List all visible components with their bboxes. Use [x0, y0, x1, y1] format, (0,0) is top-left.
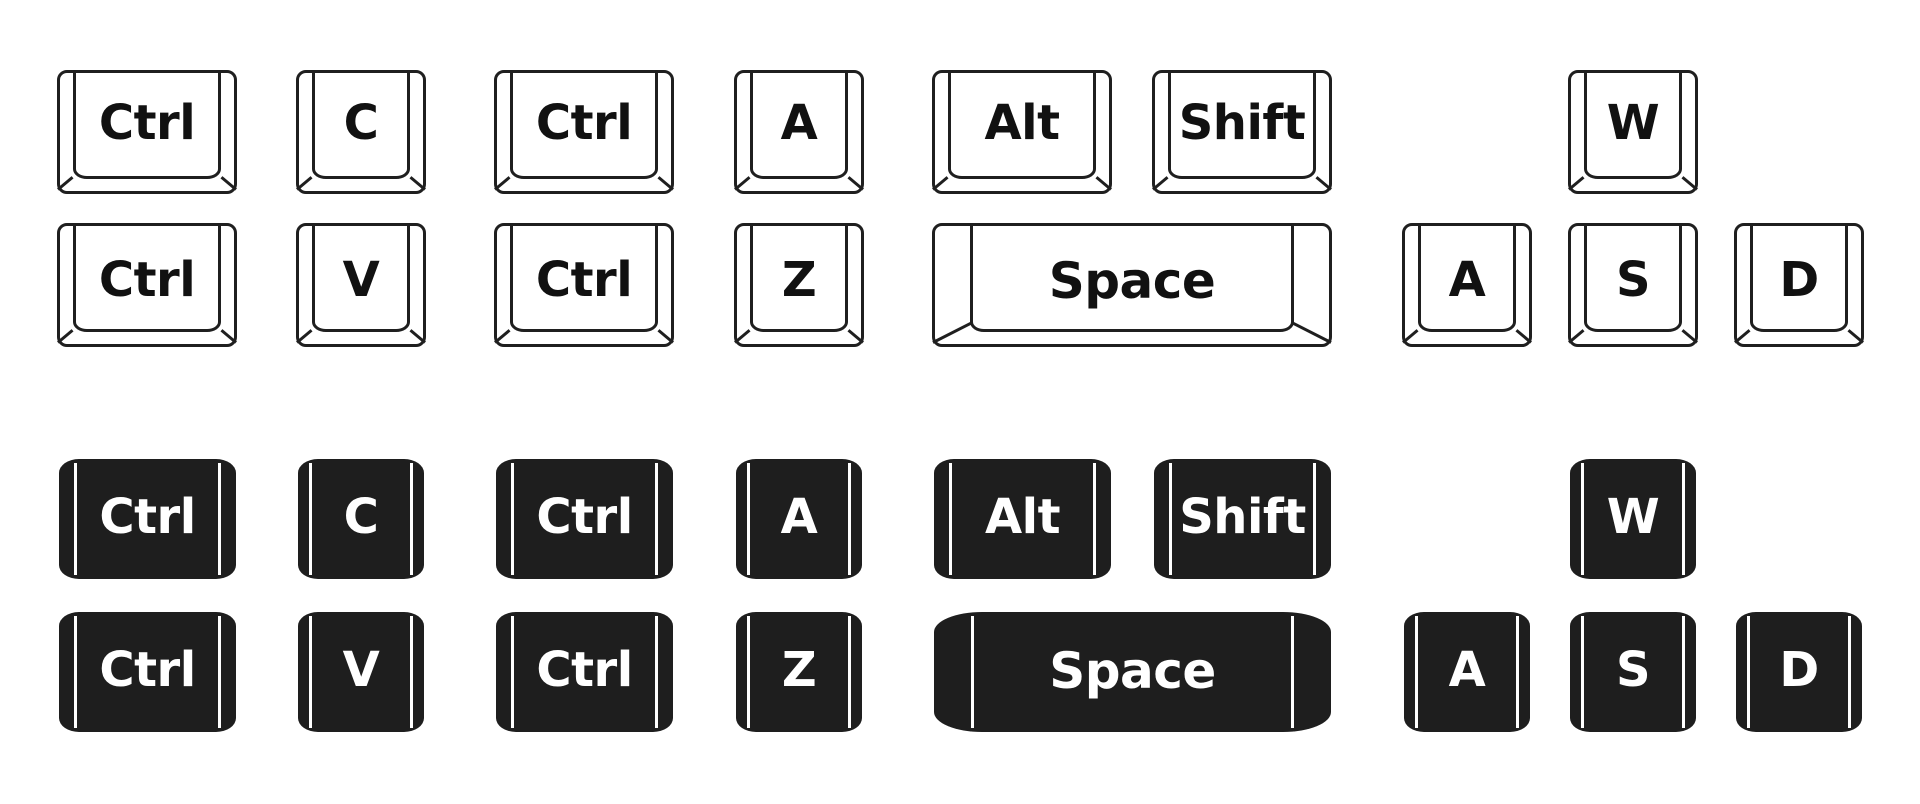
outline-key-a: A: [1402, 223, 1532, 347]
key-label: S: [1615, 252, 1651, 308]
outline-key-ctrl: Ctrl: [494, 223, 674, 347]
key-label: W: [1606, 489, 1660, 545]
key-label: V: [342, 642, 380, 698]
key-label: Ctrl: [536, 642, 633, 698]
key-label: Ctrl: [535, 95, 633, 151]
key-label: Z: [781, 252, 817, 308]
key-label: Ctrl: [98, 95, 196, 151]
key-label: Z: [781, 642, 817, 698]
solid-key-space: Space: [934, 612, 1331, 732]
key-label: Alt: [984, 489, 1061, 545]
solid-key-a: A: [1404, 612, 1530, 732]
key-label: Shift: [1178, 95, 1306, 151]
outline-key-shift: Shift: [1152, 70, 1332, 194]
key-label: D: [1779, 642, 1819, 698]
key-label: C: [343, 489, 379, 545]
solid-key-shift: Shift: [1154, 459, 1331, 579]
key-label: A: [1448, 252, 1486, 308]
outline-key-d: D: [1734, 223, 1864, 347]
key-label: A: [780, 95, 818, 151]
outline-key-ctrl: Ctrl: [57, 70, 237, 194]
outline-key-v: V: [296, 223, 426, 347]
solid-key-c: C: [298, 459, 424, 579]
key-label: D: [1779, 252, 1819, 308]
outline-key-z: Z: [734, 223, 864, 347]
solid-key-d: D: [1736, 612, 1862, 732]
solid-key-ctrl: Ctrl: [59, 612, 236, 732]
outline-key-ctrl: Ctrl: [494, 70, 674, 194]
key-label: Space: [1049, 642, 1216, 700]
solid-key-ctrl: Ctrl: [496, 459, 673, 579]
key-label: Alt: [984, 95, 1060, 151]
key-label: Ctrl: [98, 252, 196, 308]
solid-key-alt: Alt: [934, 459, 1111, 579]
solid-key-s: S: [1570, 612, 1696, 732]
solid-key-w: W: [1570, 459, 1696, 579]
key-label: S: [1615, 642, 1651, 698]
key-label: Ctrl: [536, 489, 633, 545]
key-label: Ctrl: [99, 489, 196, 545]
solid-key-ctrl: Ctrl: [496, 612, 673, 732]
solid-key-a: A: [736, 459, 862, 579]
key-label: A: [1448, 642, 1486, 698]
solid-key-v: V: [298, 612, 424, 732]
key-label: Ctrl: [99, 642, 196, 698]
solid-key-z: Z: [736, 612, 862, 732]
key-label: V: [342, 252, 380, 308]
key-label: Shift: [1179, 489, 1306, 545]
outline-key-a: A: [734, 70, 864, 194]
key-label: A: [780, 489, 818, 545]
key-label: Space: [1048, 252, 1216, 310]
outline-key-s: S: [1568, 223, 1698, 347]
outline-key-alt: Alt: [932, 70, 1112, 194]
outline-key-w: W: [1568, 70, 1698, 194]
key-label: Ctrl: [535, 252, 633, 308]
outline-key-ctrl: Ctrl: [57, 223, 237, 347]
solid-key-ctrl: Ctrl: [59, 459, 236, 579]
key-label: C: [343, 95, 379, 151]
outline-key-space: Space: [932, 223, 1332, 347]
key-label: W: [1606, 95, 1660, 151]
outline-key-c: C: [296, 70, 426, 194]
